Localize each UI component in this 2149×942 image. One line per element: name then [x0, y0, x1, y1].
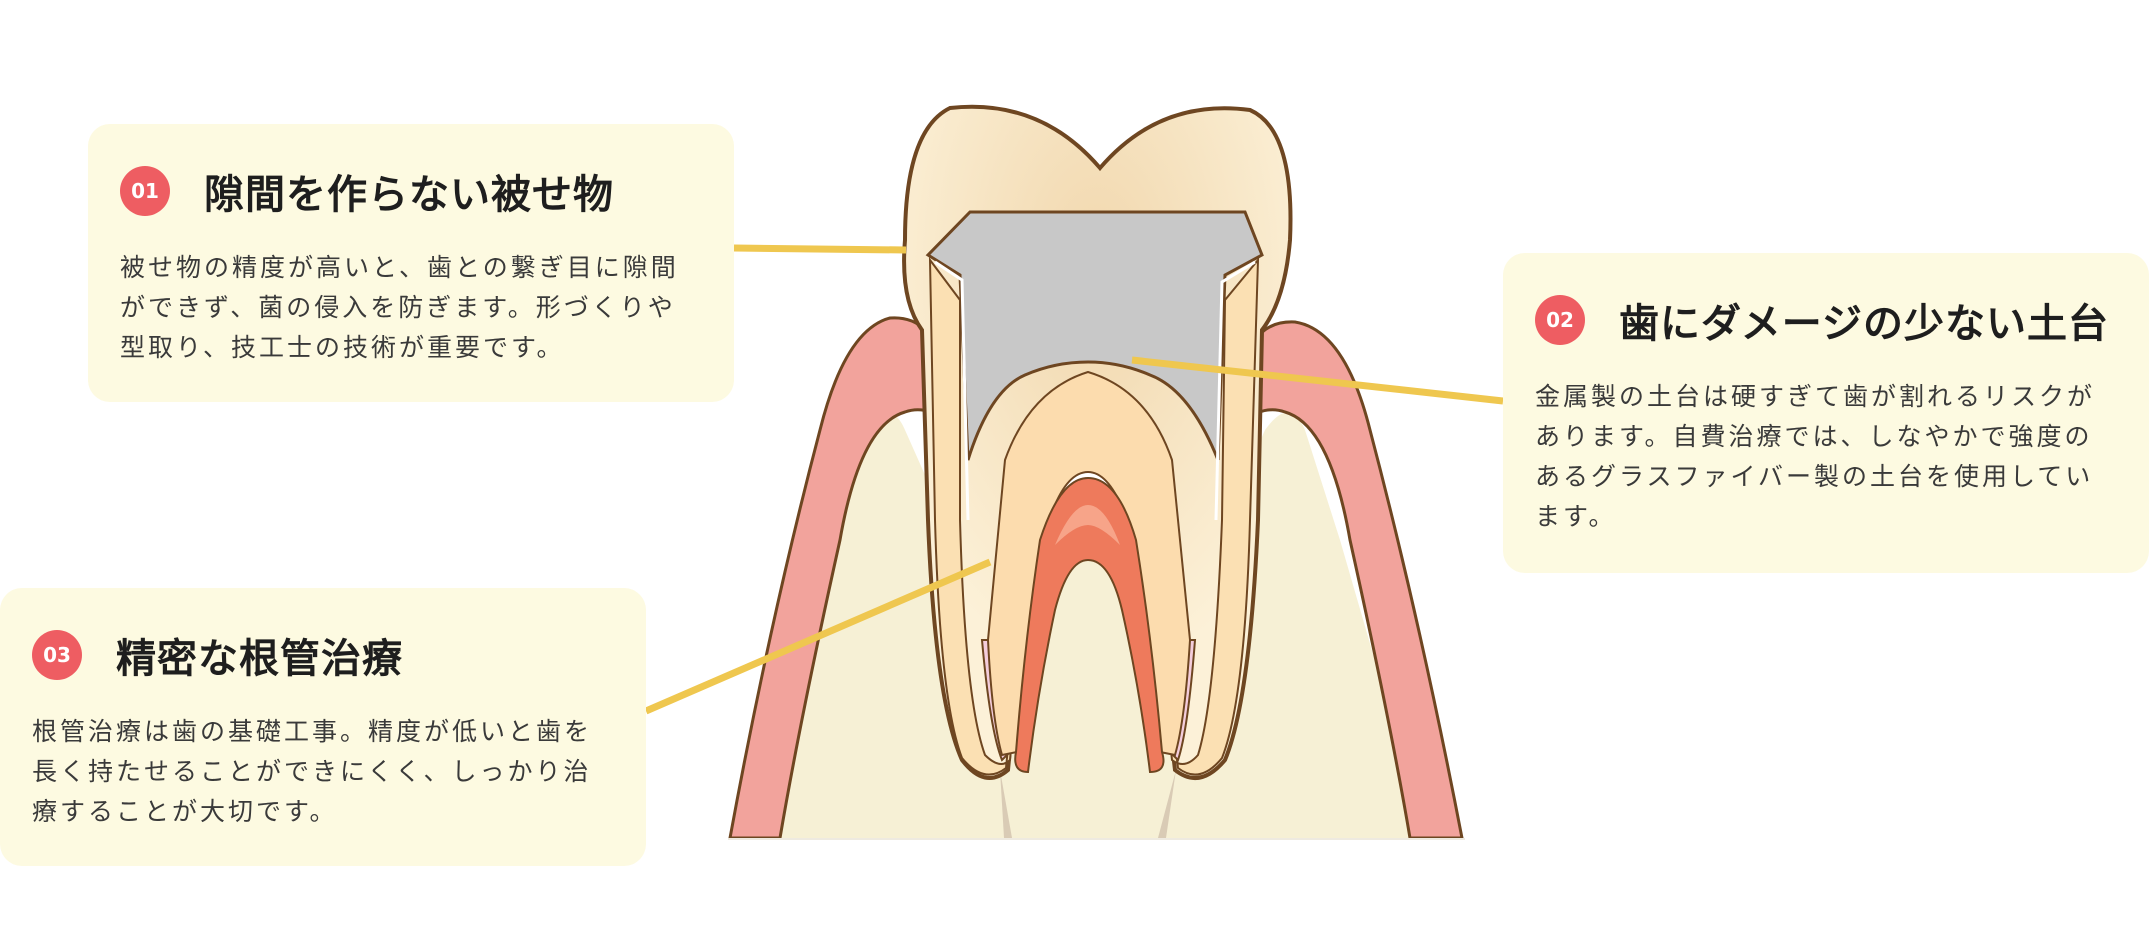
feature-card-02: 02 歯にダメージの少ない土台 金属製の土台は硬すぎて歯が割れるリスクがあります… [1503, 253, 2149, 573]
feature-card-header: 03 精密な根管治療 [32, 628, 614, 682]
feature-title: 歯にダメージの少ない土台 [1619, 301, 2109, 347]
feature-description: 金属製の土台は硬すぎて歯が割れるリスクがあります。自費治療では、しなやかで強度の… [1535, 382, 2096, 531]
fiber-post [925, 210, 1264, 461]
feature-card-03: 03 精密な根管治療 根管治療は歯の基礎工事。精度が低いと歯を長く持たせることが… [0, 588, 646, 866]
feature-number-badge: 01 [120, 166, 170, 216]
feature-number-badge: 03 [32, 630, 82, 680]
pulp [1014, 476, 1165, 774]
feature-card-header: 01 隙間を作らない被せ物 [120, 164, 702, 218]
pulp-highlight [1055, 505, 1120, 545]
feature-card-header: 02 歯にダメージの少ない土台 [1535, 293, 2117, 347]
post-edge-right [1214, 260, 1256, 521]
jawbone [730, 412, 1440, 838]
post-edge-left [934, 260, 970, 521]
feature-number-badge: 02 [1535, 295, 1585, 345]
feature-title: 隙間を作らない被せ物 [204, 172, 614, 218]
leader-line-02 [1131, 356, 1504, 405]
root-tip-left [1000, 770, 1012, 838]
leader-line-03 [644, 558, 992, 715]
feature-description: 根管治療は歯の基礎工事。精度が低いと歯を長く持たせることができにくく、しっかり治… [32, 717, 593, 826]
feature-title: 精密な根管治療 [116, 636, 403, 682]
feature-description: 被せ物の精度が高いと、歯との繋ぎ目に隙間ができず、菌の侵入を防ぎます。形づくりや… [120, 253, 679, 362]
root-tip-right [1158, 770, 1176, 838]
leader-line-01 [733, 244, 907, 254]
feature-card-01: 01 隙間を作らない被せ物 被せ物の精度が高いと、歯との繋ぎ目に隙間ができず、菌… [88, 124, 734, 402]
